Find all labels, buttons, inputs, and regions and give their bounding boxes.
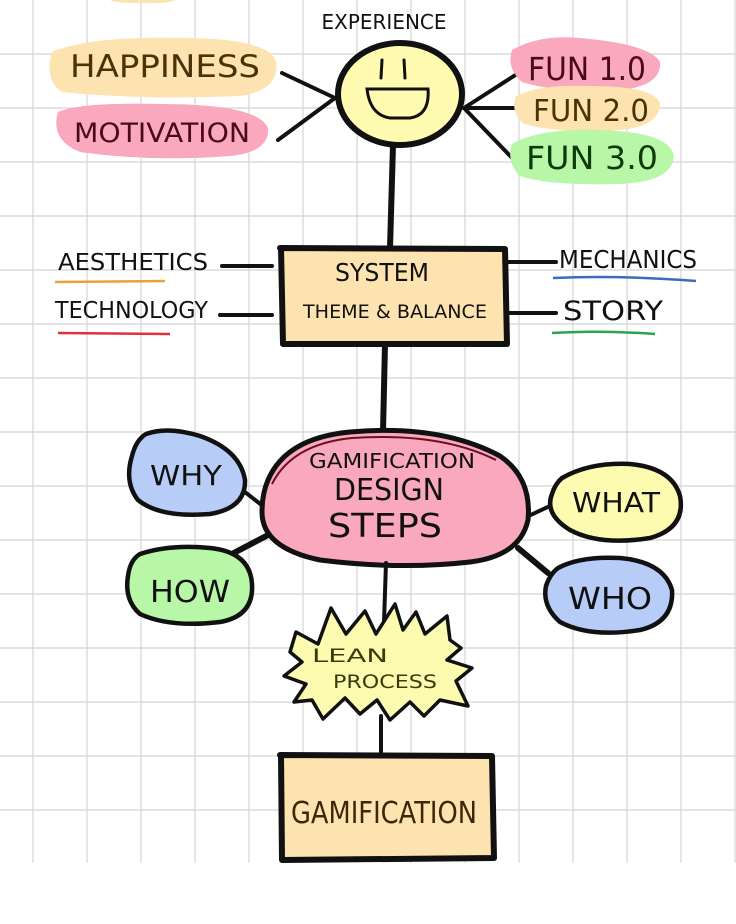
fun1-highlight bbox=[510, 37, 661, 91]
aesthetics-label: AESTHETICS bbox=[58, 250, 208, 276]
gamification-design-label: GAMIFICATION bbox=[309, 449, 475, 473]
connector-design-lean bbox=[382, 561, 388, 624]
how-bubble bbox=[125, 544, 255, 627]
system-label: SYSTEM bbox=[335, 258, 429, 287]
connector-how bbox=[225, 530, 275, 559]
how-label: HOW bbox=[150, 575, 230, 610]
who-bubble bbox=[543, 555, 675, 635]
steps-label: STEPS bbox=[328, 506, 442, 545]
connector-who bbox=[515, 545, 551, 576]
fun2-highlight bbox=[514, 85, 660, 132]
lean-label: LEAN bbox=[312, 645, 388, 667]
motivation-highlight bbox=[56, 103, 269, 159]
theme-balance-label: THEME & BALANCE bbox=[302, 301, 487, 323]
story-label: STORY bbox=[563, 296, 664, 327]
happiness-highlight bbox=[49, 37, 277, 98]
what-label: WHAT bbox=[572, 486, 661, 519]
who-label: WHO bbox=[568, 582, 652, 617]
fun3-highlight bbox=[510, 129, 674, 185]
smiley-face-icon bbox=[335, 40, 465, 148]
connector-fun3 bbox=[462, 106, 516, 162]
technology-label: TECHNOLOGY bbox=[54, 298, 209, 324]
process-label: PROCESS bbox=[333, 671, 437, 693]
gamification-label: GAMIFICATION bbox=[291, 796, 477, 831]
experience-label: EXPERIENCE bbox=[321, 10, 446, 34]
connector-fun1 bbox=[462, 70, 522, 110]
partial-highlight-blob bbox=[110, 0, 175, 4]
lean-process-starburst bbox=[282, 602, 474, 722]
why-bubble bbox=[126, 428, 248, 517]
technology-underline bbox=[57, 331, 171, 336]
fun1-label: FUN 1.0 bbox=[528, 50, 646, 88]
what-bubble bbox=[547, 461, 684, 543]
mechanics-label: MECHANICS bbox=[559, 245, 697, 274]
aesthetics-underline bbox=[54, 279, 166, 284]
motivation-label: MOTIVATION bbox=[74, 118, 250, 149]
system-box bbox=[277, 245, 510, 347]
fun2-label: FUN 2.0 bbox=[533, 94, 649, 129]
mechanics-underline bbox=[552, 275, 697, 283]
design-steps-blob bbox=[259, 427, 531, 569]
happiness-label: HAPPINESS bbox=[70, 49, 260, 85]
design-label: DESIGN bbox=[334, 473, 444, 508]
connector-experience-system bbox=[387, 142, 396, 251]
why-label: WHY bbox=[150, 459, 223, 492]
connector-motivation bbox=[276, 96, 337, 142]
connector-happiness bbox=[280, 71, 337, 100]
connector-system-design bbox=[380, 341, 388, 435]
story-underline bbox=[551, 330, 656, 336]
gamification-box bbox=[277, 752, 497, 863]
fun3-label: FUN 3.0 bbox=[526, 139, 658, 177]
